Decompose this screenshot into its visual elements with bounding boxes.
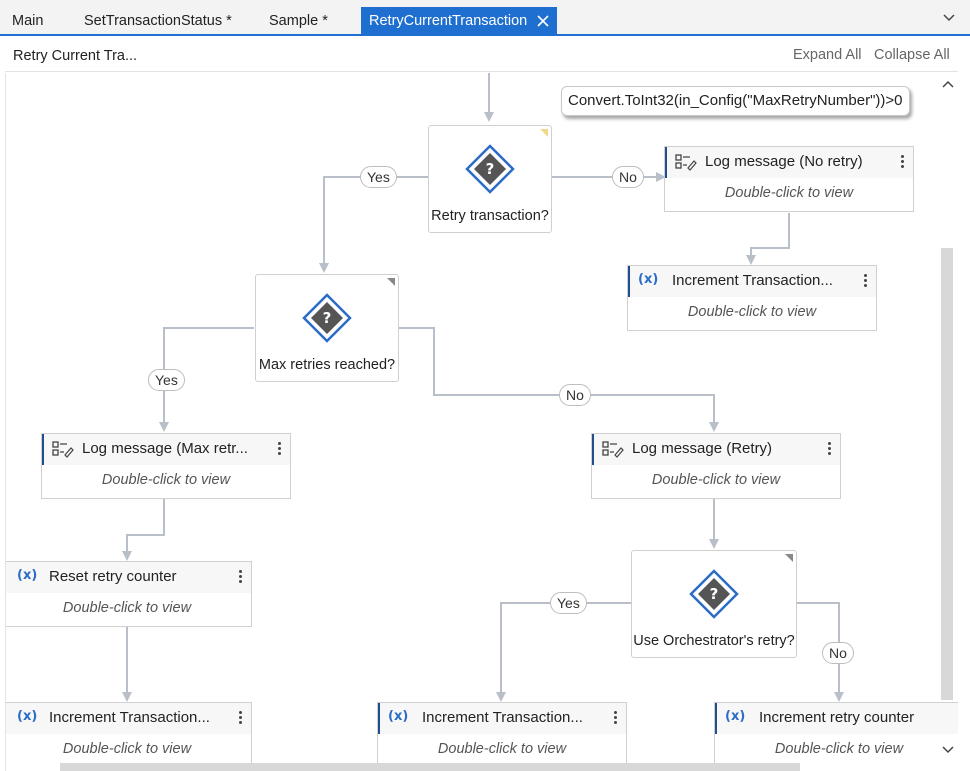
connector-max-no: [399, 327, 719, 432]
assign-variable-icon: (x): [725, 709, 746, 724]
branch-no-label: No: [822, 642, 854, 664]
decision-label: Retry transaction?: [431, 208, 549, 224]
activity-hint: Double-click to view: [774, 741, 904, 757]
more-options-icon[interactable]: [824, 440, 834, 460]
expand-all-button[interactable]: Expand All: [793, 47, 862, 63]
designer-header: Retry Current Tra... Expand All Collapse…: [5, 38, 958, 72]
connector-orchestrator-no: [796, 602, 844, 702]
svg-text:?: ?: [486, 160, 495, 178]
assign-variable-icon: (x): [388, 709, 409, 724]
more-options-icon[interactable]: [610, 709, 620, 729]
log-message-icon: [675, 154, 697, 171]
scroll-down-icon[interactable]: [941, 742, 955, 756]
vertical-scrollbar[interactable]: [940, 72, 956, 771]
tab-sample[interactable]: Sample *: [269, 13, 328, 29]
decision-retry-transaction[interactable]: ? Retry transaction?: [428, 125, 552, 233]
scroll-up-icon[interactable]: [941, 78, 955, 92]
activity-log-max-retries[interactable]: Log message (Max retr... Double-click to…: [41, 433, 291, 499]
activity-hint: Double-click to view: [437, 741, 567, 757]
activity-title: Increment Transaction...: [422, 709, 583, 726]
more-options-icon[interactable]: [235, 568, 245, 588]
workflow-canvas[interactable]: Convert.ToInt32(in_Config("MaxRetryNumbe…: [5, 73, 958, 771]
connector-retry-yes: [319, 176, 428, 273]
activity-log-retry[interactable]: Log message (Retry) Double-click to view: [591, 433, 841, 499]
activity-hint: Double-click to view: [62, 741, 192, 757]
log-message-icon: [602, 441, 624, 458]
decision-diamond-icon: ?: [465, 144, 515, 194]
assign-variable-icon: (x): [17, 709, 38, 724]
branch-yes-label: Yes: [550, 592, 587, 614]
tab-bar: Main SetTransactionStatus * Sample * Ret…: [0, 0, 970, 36]
activity-title: Log message (Max retr...: [82, 440, 248, 457]
horizontal-scrollbar-thumb[interactable]: [60, 763, 800, 771]
activity-increment-retry-counter[interactable]: (x) Increment retry counter Double-click…: [714, 702, 958, 771]
collapse-all-button[interactable]: Collapse All: [874, 47, 950, 63]
branch-no-label: No: [612, 166, 644, 188]
activity-hint: Double-click to view: [687, 304, 817, 320]
tab-set-transaction-status[interactable]: SetTransactionStatus *: [84, 13, 232, 29]
tab-label: RetryCurrentTransaction: [369, 13, 528, 29]
branch-yes-label: Yes: [360, 166, 397, 188]
log-message-icon: [52, 441, 74, 458]
decision-use-orchestrator-retry[interactable]: ? Use Orchestrator's retry?: [631, 550, 797, 658]
assign-variable-icon: (x): [17, 568, 38, 583]
more-options-icon[interactable]: [274, 440, 284, 460]
decision-diamond-icon: ?: [689, 569, 739, 619]
close-icon[interactable]: [535, 7, 551, 36]
activity-increment-transaction-mid[interactable]: (x) Increment Transaction... Double-clic…: [377, 702, 627, 771]
connector-no-retry-to-increment: [746, 213, 790, 265]
activity-hint: Double-click to view: [651, 472, 781, 488]
tab-retry-current-transaction[interactable]: RetryCurrentTransaction: [361, 7, 557, 36]
activity-increment-transaction-top[interactable]: (x) Increment Transaction... Double-clic…: [627, 265, 877, 331]
chevron-down-icon[interactable]: [942, 10, 956, 24]
activity-increment-transaction-left[interactable]: (x) Increment Transaction... Double-clic…: [6, 702, 252, 771]
svg-text:?: ?: [710, 585, 719, 603]
annotation-corner-icon: [387, 278, 395, 286]
decision-label: Use Orchestrator's retry?: [633, 633, 795, 649]
svg-text:?: ?: [323, 309, 332, 327]
activity-title: Increment Transaction...: [49, 709, 210, 726]
branch-no-label: No: [559, 384, 591, 406]
activity-title: Increment retry counter: [759, 709, 915, 726]
activity-hint: Double-click to view: [101, 472, 231, 488]
decision-label: Max retries reached?: [258, 357, 396, 373]
scrollbar-thumb[interactable]: [941, 248, 953, 700]
annotation-corner-icon: [540, 129, 548, 137]
activity-hint: Double-click to view: [62, 600, 192, 616]
breadcrumb[interactable]: Retry Current Tra...: [13, 48, 138, 64]
more-options-icon[interactable]: [860, 272, 870, 292]
activity-title: Log message (No retry): [705, 153, 863, 170]
condition-expression-tooltip: Convert.ToInt32(in_Config("MaxRetryNumbe…: [561, 86, 910, 116]
connector-max-yes: [159, 327, 254, 432]
decision-max-retries[interactable]: ? Max retries reached?: [255, 274, 399, 382]
activity-title: Reset retry counter: [49, 568, 177, 585]
assign-variable-icon: (x): [638, 272, 659, 287]
more-options-icon[interactable]: [897, 153, 907, 173]
connector-max-log-to-reset: [122, 499, 165, 561]
tab-main[interactable]: Main: [12, 13, 44, 29]
activity-reset-retry-counter[interactable]: (x) Reset retry counter Double-click to …: [6, 561, 252, 627]
decision-diamond-icon: ?: [302, 293, 352, 343]
activity-log-no-retry[interactable]: Log message (No retry) Double-click to v…: [664, 146, 914, 212]
annotation-corner-icon: [785, 554, 793, 562]
activity-hint: Double-click to view: [724, 185, 854, 201]
more-options-icon[interactable]: [235, 709, 245, 729]
branch-yes-label: Yes: [148, 369, 185, 391]
activity-title: Log message (Retry): [632, 440, 773, 457]
activity-title: Increment Transaction...: [672, 272, 833, 289]
connector-orchestrator-yes: [496, 602, 631, 702]
